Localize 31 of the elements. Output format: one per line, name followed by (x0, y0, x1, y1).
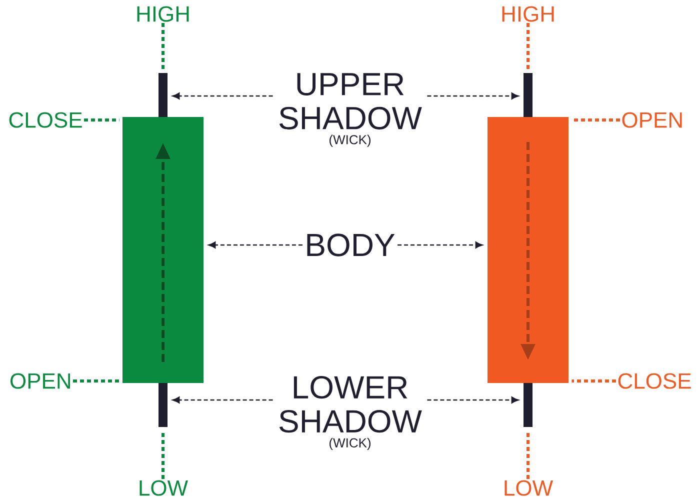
body-label: BODY (307, 234, 395, 256)
arrow (172, 92, 273, 100)
upper-wick (524, 73, 532, 117)
leader-line (572, 118, 620, 122)
lower-wick (524, 383, 532, 427)
candle-body (488, 117, 568, 383)
price-label: LOW (140, 480, 188, 496)
price-label: HIGH (502, 6, 554, 22)
shadow-label: UPPER SHADOW (WICK) (279, 73, 422, 147)
arrow (427, 396, 519, 404)
upper-wick (158, 73, 168, 117)
leader-line (162, 430, 164, 480)
leader-line (73, 380, 120, 382)
price-label: CLOSE (618, 373, 691, 389)
leader-line (526, 430, 530, 480)
price-label: HIGH (137, 6, 189, 22)
leader-line (526, 23, 530, 70)
price-label: LOW (504, 480, 553, 496)
arrow (208, 242, 302, 248)
arrow (398, 242, 483, 248)
price-label: OPEN (622, 112, 682, 128)
arrow (172, 396, 273, 404)
candle-body (122, 117, 204, 383)
lower-wick (158, 383, 168, 427)
shadow-label: LOWER SHADOW (WICK) (279, 376, 422, 450)
leader-line (162, 23, 164, 70)
price-label: OPEN (10, 373, 70, 389)
price-label: CLOSE (9, 112, 82, 128)
arrow (427, 92, 519, 100)
leader-line (84, 118, 120, 122)
leader-line (572, 380, 616, 382)
